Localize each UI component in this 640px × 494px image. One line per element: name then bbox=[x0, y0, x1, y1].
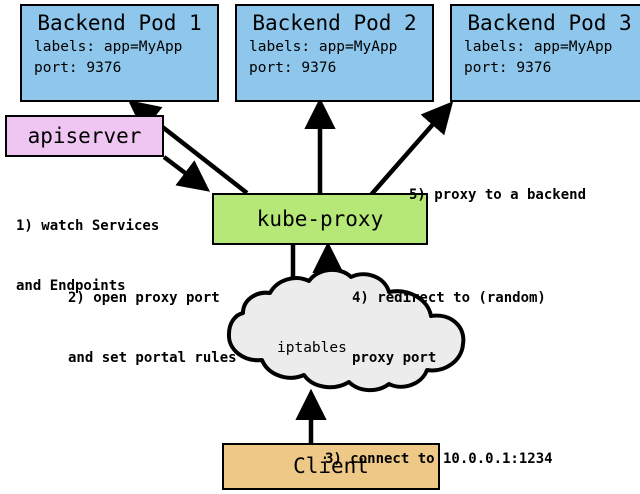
step-5-line-1: 5) proxy to a backend bbox=[409, 187, 587, 203]
backend-pod-2[interactable]: Backend Pod 2 labels: app=MyApp port: 93… bbox=[235, 4, 434, 102]
arrow-apiserver-to-kubeproxy bbox=[162, 155, 211, 192]
apiserver-node[interactable]: apiserver bbox=[5, 115, 164, 157]
backend-pod-3-labels: labels: app=MyApp bbox=[464, 39, 613, 55]
iptables-cloud bbox=[227, 268, 466, 393]
client-label: Client bbox=[293, 454, 369, 478]
step-4-line-2: proxy port bbox=[352, 350, 437, 366]
step-5-annotation: 5) proxy to a backend bbox=[409, 145, 586, 245]
apiserver-label: apiserver bbox=[27, 123, 142, 148]
step-1-annotation: 1) watch Services and Endpoints bbox=[16, 176, 159, 336]
step-2-annotation: 2) open proxy port and set portal rules bbox=[68, 248, 237, 408]
kube-proxy-node[interactable]: kube-proxy bbox=[212, 193, 428, 245]
step-2-line-2: and set portal rules bbox=[68, 350, 237, 366]
iptables-label: iptables bbox=[277, 340, 347, 356]
step-1-line-1: 1) watch Services bbox=[16, 218, 160, 234]
backend-pod-3-title: Backend Pod 3 bbox=[467, 11, 632, 35]
backend-pod-1-port: port: 9376 bbox=[34, 60, 122, 76]
kube-proxy-label: kube-proxy bbox=[256, 206, 384, 231]
arrow-kubeproxy-to-pod3 bbox=[368, 101, 454, 198]
backend-pod-2-labels: labels: app=MyApp bbox=[249, 39, 398, 55]
step-3-annotation: 3) connect to 10.0.0.1:1234 bbox=[325, 409, 553, 494]
backend-pod-2-port: port: 9376 bbox=[249, 60, 337, 76]
step-4-line-1: 4) redirect to (random) bbox=[352, 290, 546, 306]
backend-pod-1-labels: labels: app=MyApp bbox=[34, 39, 183, 55]
backend-pod-1-title: Backend Pod 1 bbox=[37, 11, 202, 35]
step-3-line-1: 3) connect to 10.0.0.1:1234 bbox=[325, 451, 553, 467]
backend-pod-2-title: Backend Pod 2 bbox=[252, 11, 417, 35]
step-1-line-2: and Endpoints bbox=[16, 278, 126, 294]
backend-pod-3[interactable]: Backend Pod 3 labels: app=MyApp port: 93… bbox=[450, 4, 640, 102]
backend-pod-1[interactable]: Backend Pod 1 labels: app=MyApp port: 93… bbox=[20, 4, 219, 102]
client-node[interactable]: Client bbox=[222, 443, 440, 490]
step-4-annotation: 4) redirect to (random) proxy port bbox=[352, 248, 546, 408]
backend-pod-3-port: port: 9376 bbox=[464, 60, 552, 76]
step-2-line-1: 2) open proxy port bbox=[68, 290, 220, 306]
